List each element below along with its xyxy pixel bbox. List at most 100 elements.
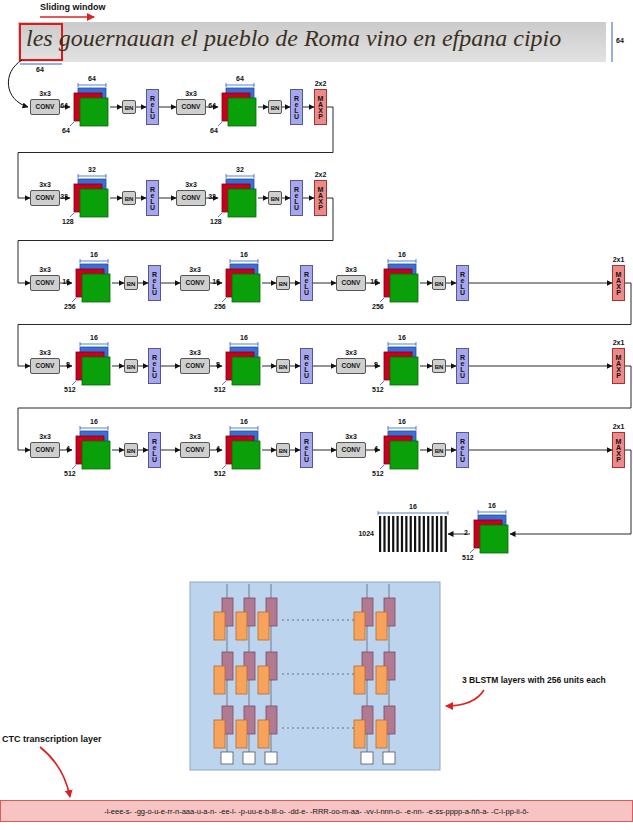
flow-arrow bbox=[136, 198, 146, 199]
flow-arrow bbox=[366, 450, 380, 451]
layer-name: BN bbox=[123, 364, 139, 370]
kernel-size: 2x1 bbox=[605, 423, 632, 430]
dimension-line bbox=[226, 85, 254, 86]
feature-map-stack bbox=[222, 431, 262, 469]
kernel-size: 3x3 bbox=[23, 181, 67, 188]
dimension-line bbox=[478, 512, 506, 513]
dimension-line bbox=[388, 344, 416, 345]
conv-box: 3x3CONV bbox=[336, 442, 366, 458]
layer-name: ReLU bbox=[149, 186, 156, 210]
kernel-size: 3x3 bbox=[329, 266, 373, 273]
kernel-size: 3x3 bbox=[169, 90, 213, 97]
width-label: 16 bbox=[378, 503, 448, 510]
lstm-cell bbox=[214, 652, 233, 694]
ctc-output-text: -l-eee-s- -gg-o-u-e-rr-n-aaa-u-a-n- -ee-… bbox=[1, 808, 632, 816]
dimension-line bbox=[230, 344, 258, 345]
kernel-size: 2x1 bbox=[605, 256, 632, 263]
flow-arrow bbox=[258, 107, 268, 108]
flow-arrow bbox=[469, 450, 612, 451]
flow-arrow bbox=[138, 366, 148, 367]
flow-arrow bbox=[420, 366, 432, 367]
dimension-label: 64 bbox=[616, 37, 624, 44]
width-label: 32 bbox=[226, 166, 254, 173]
callout-text: 3 BLSTM layers with 256 units each bbox=[462, 676, 606, 685]
feature-map: 168512 bbox=[72, 347, 112, 385]
layer-name: ReLU bbox=[151, 438, 158, 462]
layer-name: BN bbox=[431, 281, 447, 287]
channel-label: 512 bbox=[214, 470, 226, 477]
feature-columns: 161024 bbox=[378, 516, 448, 552]
flow-arrow bbox=[262, 450, 276, 451]
flow-arrow bbox=[313, 283, 336, 284]
flow-arrow bbox=[262, 283, 276, 284]
feature-map: 164512 bbox=[380, 431, 420, 469]
output-unit bbox=[265, 752, 277, 764]
feature-map: 646464 bbox=[70, 88, 110, 126]
channel-tick bbox=[380, 381, 384, 385]
dimension-tick bbox=[230, 259, 231, 263]
layer-name: ReLU bbox=[151, 354, 158, 378]
flow-arrow bbox=[282, 198, 290, 199]
channel-tick bbox=[218, 122, 222, 126]
channel-tick bbox=[70, 122, 74, 126]
handwriting-text: les gouernauan el pueblo de Roma vino en… bbox=[26, 26, 561, 50]
width-label: 64 bbox=[226, 75, 254, 82]
kernel-size: 3x3 bbox=[23, 349, 67, 356]
channel-tick bbox=[72, 465, 76, 469]
feature-column bbox=[397, 516, 399, 552]
flow-arrow bbox=[60, 107, 70, 108]
lstm-cell bbox=[354, 706, 373, 748]
feature-map-green bbox=[232, 441, 260, 469]
feature-column bbox=[432, 516, 434, 552]
lstm-cell bbox=[236, 652, 255, 694]
flow-arrow bbox=[112, 283, 124, 284]
width-label: 16 bbox=[80, 251, 108, 258]
feature-column bbox=[423, 516, 425, 552]
feature-column bbox=[401, 516, 403, 552]
dimension-line bbox=[230, 261, 258, 262]
layer-name: BN bbox=[267, 196, 283, 202]
feature-map-stack bbox=[72, 264, 112, 302]
dimension-tick bbox=[108, 259, 109, 263]
height-label: 32 bbox=[208, 193, 216, 200]
width-label: 16 bbox=[80, 418, 108, 425]
channel-tick bbox=[218, 213, 222, 217]
channel-tick bbox=[72, 381, 76, 385]
feature-map-green bbox=[232, 357, 260, 385]
channel-label: 64 bbox=[210, 127, 218, 134]
feature-map-stack bbox=[218, 88, 258, 126]
kernel-size: 3x3 bbox=[23, 90, 67, 97]
lstm-cell bbox=[376, 706, 395, 748]
feature-map-green bbox=[390, 274, 418, 302]
kernel-size: 2x2 bbox=[307, 80, 334, 87]
height-label: 4 bbox=[374, 445, 378, 452]
feature-map: 1616256 bbox=[380, 264, 420, 302]
layer-name: BN bbox=[275, 281, 291, 287]
dimension-label: 64 bbox=[36, 66, 44, 73]
conv-box: 3x3CONV bbox=[176, 99, 206, 115]
flow-arrow bbox=[210, 283, 222, 284]
batchnorm-box: BN bbox=[122, 191, 136, 205]
relu-box: ReLU bbox=[456, 432, 469, 468]
lstm-cell bbox=[236, 706, 255, 748]
layer-name: MAXP bbox=[615, 438, 622, 462]
width-label: 16 bbox=[230, 418, 258, 425]
relu-box: ReLU bbox=[300, 265, 313, 301]
height-label: 8 bbox=[216, 361, 220, 368]
flow-arrow bbox=[138, 450, 148, 451]
channel-label: 512 bbox=[462, 554, 474, 561]
lstm-cell bbox=[376, 598, 395, 640]
layer-name: BN bbox=[267, 105, 283, 111]
layer-name: ReLU bbox=[459, 354, 466, 378]
flow-arrow bbox=[18, 107, 333, 198]
feature-map: 646464 bbox=[218, 88, 258, 126]
flow-arrow bbox=[262, 366, 276, 367]
channel-label: 256 bbox=[64, 303, 76, 310]
height-label: 64 bbox=[208, 102, 216, 109]
dimension-tick bbox=[448, 511, 449, 515]
layer-name: CONV bbox=[31, 195, 59, 202]
dimension-tick bbox=[108, 342, 109, 346]
lstm-cell bbox=[214, 598, 233, 640]
